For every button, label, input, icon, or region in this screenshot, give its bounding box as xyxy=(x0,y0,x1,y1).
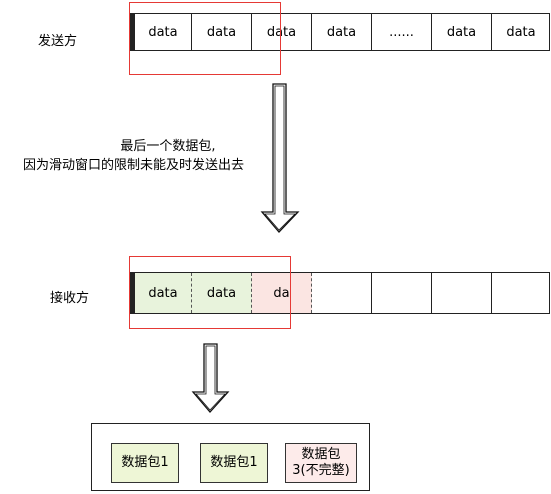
sender-cell: data xyxy=(312,14,372,50)
down-arrow-icon xyxy=(191,343,230,413)
packets-container xyxy=(91,423,370,491)
receiver-cell-empty xyxy=(372,273,432,313)
sender-cell: data xyxy=(135,14,192,50)
receiver-buffer-row: data data da xyxy=(130,272,550,314)
packet-3-line-2: 3(不完整) xyxy=(292,463,350,478)
annotation-line-2: 因为滑动窗口的限制未能及时发送出去 xyxy=(23,158,245,173)
packet-3-line-1: 数据包 xyxy=(301,447,341,462)
receiver-cell-empty xyxy=(312,273,372,313)
packet-1: 数据包1 xyxy=(111,443,179,483)
sender-label: 发送方 xyxy=(38,34,78,49)
sender-cell: data xyxy=(192,14,252,50)
sender-cell: data xyxy=(252,14,312,50)
sender-sliding-window xyxy=(129,2,281,75)
receiver-label: 接收方 xyxy=(50,291,90,306)
receiver-window xyxy=(129,256,291,329)
sender-cell: data xyxy=(432,14,492,50)
receiver-cell-partial: da xyxy=(252,273,312,313)
packet-3-incomplete: 数据包 3(不完整) xyxy=(285,443,357,483)
annotation-line-1: 最后一个数据包, xyxy=(120,139,216,154)
sender-cell: ...... xyxy=(372,14,432,50)
receiver-cell-empty xyxy=(492,273,550,313)
receiver-cell-empty xyxy=(432,273,492,313)
receiver-cell-received: data xyxy=(135,273,192,313)
receiver-cell-received: data xyxy=(192,273,252,313)
sender-buffer-row: data data data data ...... data data xyxy=(130,13,550,51)
packet-2: 数据包1 xyxy=(200,443,268,483)
sender-cell: data xyxy=(506,24,536,40)
down-arrow-icon xyxy=(260,83,300,233)
